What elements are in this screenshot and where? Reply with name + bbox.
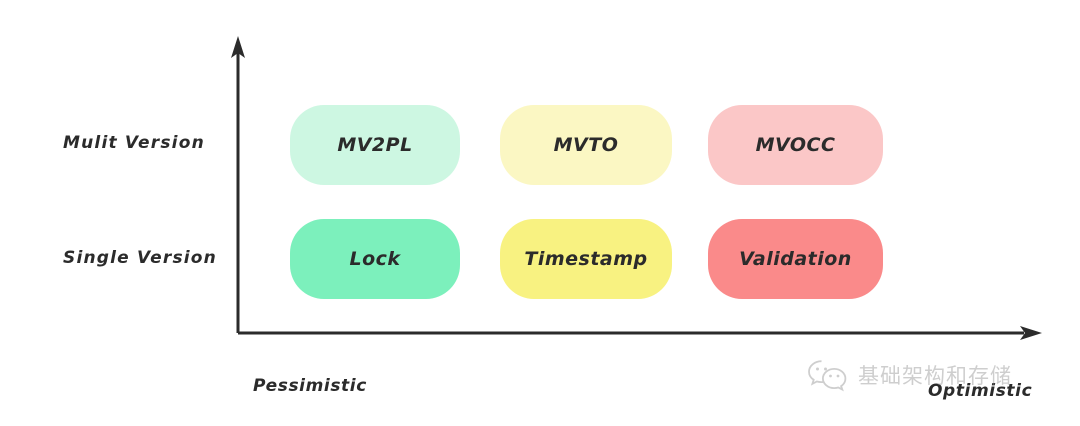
row-label-multi-version: Mulit Version: [63, 133, 205, 153]
row-label-single-version: Single Version: [63, 248, 217, 268]
cell-label-timestamp: Timestamp: [524, 248, 648, 270]
cell-mv2pl[interactable]: MV2PL: [290, 105, 460, 185]
cell-label-mvocc: MVOCC: [755, 134, 836, 156]
cell-label-validation: Validation: [739, 248, 852, 270]
cell-mvocc[interactable]: MVOCC: [708, 105, 883, 185]
wechat-icon: [808, 360, 847, 392]
x-axis-label-optimistic: Optimistic: [928, 381, 1033, 401]
cell-label-lock: Lock: [349, 248, 401, 270]
cell-lock[interactable]: Lock: [290, 219, 460, 299]
cell-timestamp[interactable]: Timestamp: [500, 219, 672, 299]
cell-label-mv2pl: MV2PL: [337, 134, 413, 156]
cell-label-mvto: MVTO: [553, 134, 619, 156]
cell-validation[interactable]: Validation: [708, 219, 883, 299]
x-axis-label-pessimistic: Pessimistic: [253, 376, 367, 396]
x-axis-arrow-icon: [1020, 326, 1042, 340]
cell-mvto[interactable]: MVTO: [500, 105, 672, 185]
y-axis-arrow-icon: [231, 36, 245, 58]
